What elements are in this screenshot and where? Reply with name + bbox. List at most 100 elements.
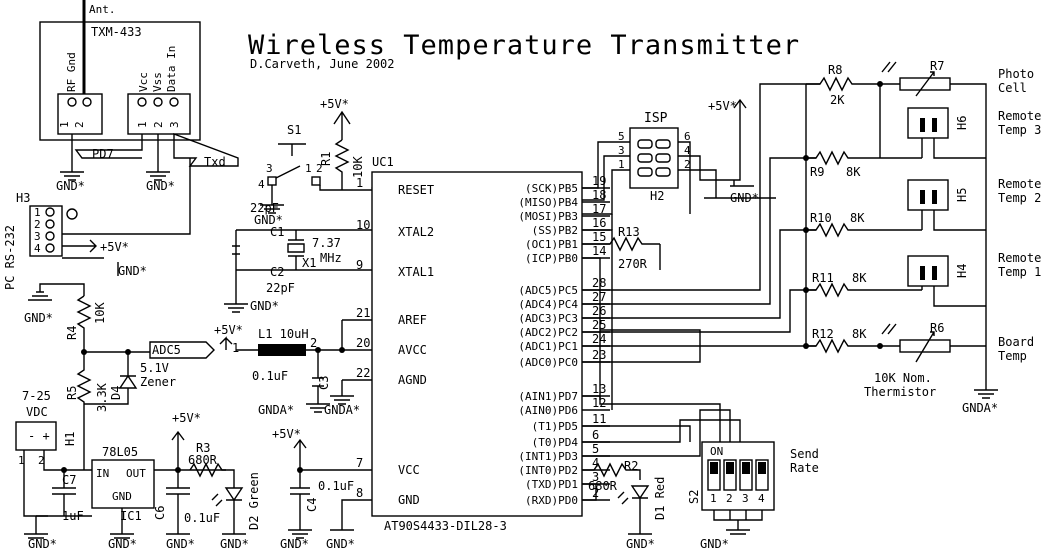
mcu-pin-name: XTAL1: [398, 265, 434, 279]
rs232-pin2: [45, 219, 55, 229]
mcu-pin-number: 16: [592, 216, 606, 230]
mcu-pin-name: (SCK)PB5: [525, 182, 578, 195]
caps-gnd: [224, 270, 248, 313]
regulator-in: IN: [96, 467, 109, 480]
r4-resistor: [76, 295, 92, 352]
r4-gnd-label: GND*: [24, 311, 53, 325]
adc5-net-tag: [149, 341, 215, 359]
r9-resistor: [806, 150, 922, 166]
mcu-pin-number: 15: [592, 230, 606, 244]
mcu-pin-name: (TXD)PD1: [525, 478, 578, 491]
r10-value: 8K: [850, 211, 865, 225]
c6-gnd-label: GND*: [166, 537, 195, 550]
d1-gnd-label: GND*: [626, 537, 655, 550]
mcu-pin-number: 5: [592, 442, 599, 456]
isp-gnd-wire: [730, 180, 754, 187]
mcu-pin-number: 11: [592, 412, 606, 426]
h6-pin: [920, 118, 925, 132]
regulator-chip: [91, 459, 155, 509]
board-label: Board: [998, 335, 1034, 349]
mcu-pin-number: 13: [592, 382, 606, 396]
mcu-pin-number: 18: [592, 188, 606, 202]
mcu-pin-number: 23: [592, 348, 606, 362]
rs232-pin1-num: 1: [34, 206, 41, 219]
d2-label: D2 Green: [247, 472, 261, 530]
vcc-pin: [137, 97, 147, 107]
agnd-wire: [330, 379, 372, 405]
caps-gnd-label: GND*: [250, 299, 279, 313]
rf-connector: [57, 93, 103, 135]
dip-on-label: ON: [710, 445, 723, 458]
mcu-pin-name: (INT0)PD2: [518, 464, 578, 477]
r8-resistor: [806, 76, 900, 92]
c2-label: C2: [270, 265, 284, 279]
d1-label: D1 Red: [653, 477, 667, 520]
mcu-pin-number: 24: [592, 332, 606, 346]
isp-pin3-num: 3: [618, 144, 625, 157]
aref-wire: [341, 319, 372, 350]
mcu-pin-name: (ADC2)PC2: [518, 326, 578, 339]
l1-label: L1 10uH: [258, 327, 309, 341]
mcu-pin-name: XTAL2: [398, 225, 434, 239]
rs232-pin4: [45, 243, 55, 253]
c4-5v-label: +5V*: [272, 427, 301, 441]
regulator-gnd-wire: [110, 508, 134, 539]
isp-pin: [637, 167, 653, 177]
h1-wires: [23, 450, 92, 517]
rf-pin2-num: 2: [73, 121, 86, 128]
rs232-gnd-label: GND*: [118, 264, 147, 278]
r12-value: 8K: [852, 327, 867, 341]
isp-pin: [637, 153, 653, 163]
mcu-pin-number: 20: [356, 336, 370, 350]
regulator-out: OUT: [126, 467, 146, 480]
reset-wire: [319, 185, 372, 191]
h6-label: H6: [955, 116, 969, 130]
mcu-pin-number: 22: [356, 366, 370, 380]
h1-minus: - +: [28, 429, 50, 443]
r4-label: R4: [65, 326, 79, 340]
remote2-temp: Temp 2: [998, 191, 1041, 205]
rs232-pin2-num: 2: [34, 218, 41, 231]
h2-label: H2: [650, 189, 664, 203]
remote1-label: Remote: [998, 251, 1041, 265]
r9-value: 8K: [846, 165, 861, 179]
isp-gnd-label: GND*: [730, 191, 759, 205]
mcu-part: AT90S4433-DIL28-3: [384, 519, 507, 533]
regulator-5v-arrow: [171, 430, 185, 470]
dip-num-4: 4: [758, 492, 765, 505]
mcu-pin-number: 19: [592, 174, 606, 188]
l1-5v-label: +5V*: [214, 323, 243, 337]
txd-loop: [582, 483, 597, 501]
s1-actuator: [278, 143, 306, 156]
d1-light-rays: [617, 491, 629, 505]
isp-pin4-num: 4: [684, 144, 691, 157]
s1-label: S1: [287, 123, 301, 137]
c7-value: 1uF: [62, 509, 84, 523]
c4-gnd-label: GND*: [280, 537, 309, 550]
c6-label: C6: [153, 506, 167, 520]
vss-label: Vss: [151, 72, 164, 92]
h1-pin1-num: 1: [18, 454, 25, 467]
ground-symbol: [260, 204, 284, 214]
regulator-gnd-label: GND*: [108, 537, 137, 550]
c6-value: 0.1uF: [184, 511, 220, 525]
mcu-pin-name: (OC1)PB1: [525, 238, 578, 251]
isp-label: ISP: [644, 111, 668, 126]
ground-symbol: [288, 529, 312, 539]
s1-pin4: [267, 176, 277, 186]
r5-value: 3.3K: [95, 382, 109, 412]
gnda-symbol: [306, 403, 330, 413]
rf-pin1-num: 1: [58, 121, 71, 128]
mcu-pin-number: 1: [356, 176, 363, 190]
zener-label: Zener: [140, 375, 176, 389]
dip-toggle-1: [710, 462, 718, 474]
vss-pin-num: 2: [152, 121, 165, 128]
r12-resistor: [806, 338, 900, 354]
mcu-pin-name: (ICP)PB0: [525, 252, 578, 265]
isp-header: [629, 127, 679, 189]
txm-gnd-label: GND*: [56, 179, 85, 193]
sensor-gnda-label: GNDA*: [962, 401, 998, 415]
r12-label: R12: [812, 327, 834, 341]
mcu-pin-number: 7: [356, 456, 363, 470]
